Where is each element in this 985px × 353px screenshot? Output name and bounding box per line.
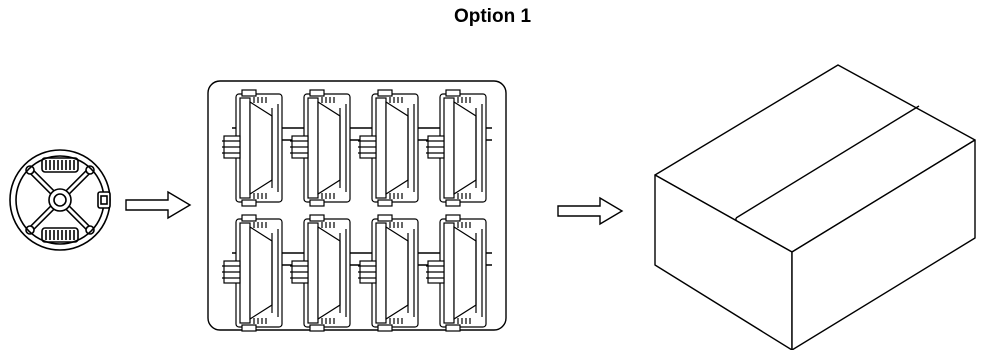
round-speaker-unit-icon xyxy=(9,149,111,251)
tray-unit xyxy=(290,89,351,207)
tray-unit xyxy=(426,214,487,332)
tray-unit xyxy=(290,214,351,332)
carton-box-icon xyxy=(654,64,976,350)
arrow-right-icon xyxy=(125,190,192,220)
arrow-right-icon xyxy=(557,196,624,226)
tray-unit xyxy=(358,89,419,207)
tray-unit xyxy=(426,89,487,207)
tray-unit xyxy=(222,89,283,207)
diagram-title: Option 1 xyxy=(453,6,532,27)
tray-unit xyxy=(358,214,419,332)
tray-unit xyxy=(222,214,283,332)
tray-with-8-units-icon xyxy=(207,80,507,332)
